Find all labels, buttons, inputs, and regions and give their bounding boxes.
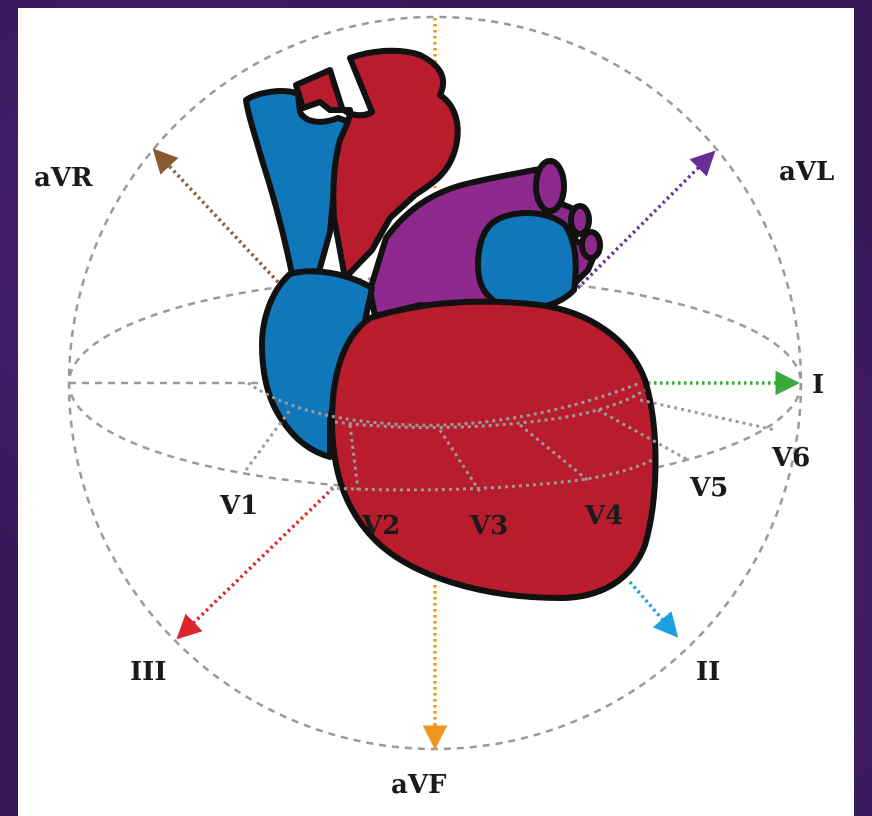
lead-II-arrow: [630, 582, 675, 634]
label-II: II: [696, 657, 720, 687]
V6-guide: [640, 400, 775, 430]
lead-aVL-arrow: [578, 154, 712, 288]
label-V5: V5: [689, 473, 728, 503]
label-I: I: [812, 370, 824, 400]
label-V4: V4: [584, 501, 623, 531]
label-III: III: [130, 657, 167, 687]
label-V3: V3: [469, 511, 508, 541]
label-aVR: aVR: [34, 163, 93, 193]
left-atrium: [478, 213, 576, 308]
pulmonary-branch-right-2: [582, 232, 600, 258]
pulmonary-branch-upper: [536, 161, 564, 211]
ventricles: [332, 302, 656, 598]
label-aVF: aVF: [391, 770, 447, 800]
label-V1: V1: [219, 491, 258, 521]
pulmonary-branch-right-1: [571, 206, 589, 234]
label-V6: V6: [771, 443, 810, 473]
V1-guide: [246, 410, 290, 470]
label-aVL: aVL: [779, 157, 834, 187]
lead-aVR-arrow: [156, 152, 278, 282]
label-V2: V2: [361, 511, 400, 541]
